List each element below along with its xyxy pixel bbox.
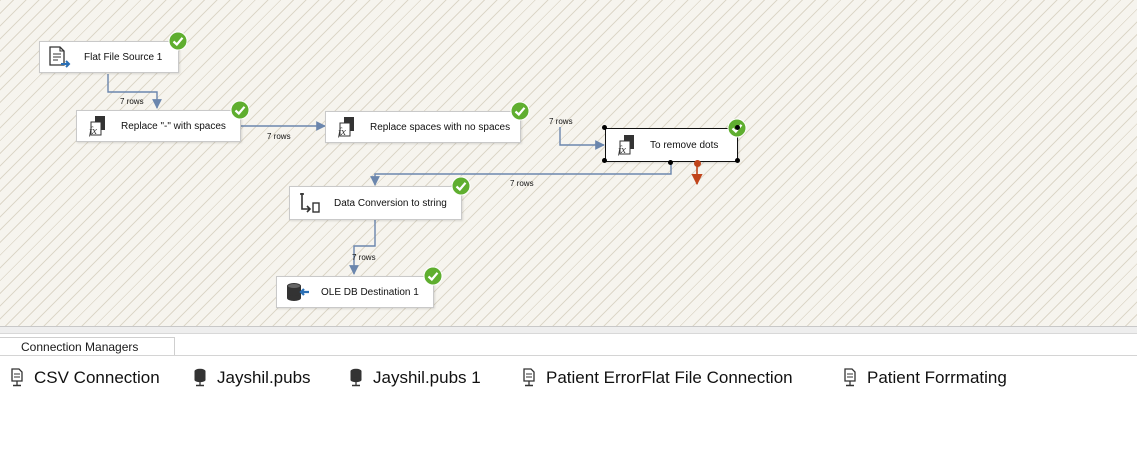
data-flow-canvas[interactable]: 7 rows 7 rows 7 rows 7 rows 7 rows Flat … — [0, 0, 1137, 326]
path-3-row-count: 7 rows — [549, 117, 573, 126]
database-connection-icon — [348, 368, 364, 388]
flat-file-connection-icon — [842, 368, 858, 388]
pane-splitter[interactable] — [0, 326, 1137, 334]
connection-manager-csv[interactable]: CSV Connection — [9, 368, 160, 388]
component-label: To remove dots — [650, 139, 719, 151]
path-2-row-count: 7 rows — [267, 132, 291, 141]
connection-manager-label: Patient ErrorFlat File Connection — [546, 368, 793, 387]
success-check-icon — [510, 101, 530, 121]
tab-divider — [0, 355, 1137, 356]
selection-handle[interactable] — [735, 125, 740, 130]
path-1[interactable] — [107, 74, 162, 109]
data-conversion-component[interactable]: Data Conversion to string — [289, 176, 471, 220]
connection-managers-tab[interactable]: Connection Managers — [0, 337, 175, 355]
remove-dots-component[interactable]: fx To remove dots — [605, 118, 747, 162]
derived-column-icon: fx — [83, 114, 111, 138]
component-label: OLE DB Destination 1 — [321, 286, 419, 298]
path-5-row-count: 7 rows — [352, 253, 376, 262]
replace-dash-component[interactable]: fx Replace "-" with spaces — [76, 100, 250, 142]
flat-file-source-icon — [46, 45, 74, 69]
derived-column-icon: fx — [332, 115, 360, 139]
path-4[interactable] — [370, 162, 672, 186]
success-check-icon — [451, 176, 471, 196]
oledb-destination-component[interactable]: OLE DB Destination 1 — [276, 266, 443, 308]
derived-column-icon: fx — [612, 133, 640, 157]
component-label: Flat File Source 1 — [84, 51, 163, 63]
oledb-destination-icon — [283, 280, 311, 304]
connection-manager-jayshil-pubs[interactable]: Jayshil.pubs — [192, 368, 311, 388]
connection-manager-patient-forrmating[interactable]: Patient Forrmating — [842, 368, 1007, 388]
connection-manager-label: Jayshil.pubs — [217, 368, 311, 387]
data-conversion-icon — [296, 191, 324, 215]
database-connection-icon — [192, 368, 208, 388]
connection-manager-jayshil-pubs-1[interactable]: Jayshil.pubs 1 — [348, 368, 481, 388]
path-1-row-count: 7 rows — [120, 97, 144, 106]
selection-handle[interactable] — [602, 125, 607, 130]
selection-handle[interactable] — [735, 158, 740, 163]
path-4-row-count: 7 rows — [510, 179, 534, 188]
path-5[interactable] — [349, 220, 376, 275]
success-check-icon — [230, 100, 250, 120]
connection-manager-label: CSV Connection — [34, 368, 160, 387]
path-3[interactable] — [559, 127, 605, 150]
selection-handle[interactable] — [602, 158, 607, 163]
connection-manager-patient-error-flat-file[interactable]: Patient ErrorFlat File Connection — [521, 368, 793, 388]
component-label: Data Conversion to string — [334, 197, 447, 209]
component-label: Replace spaces with no spaces — [370, 121, 511, 133]
flat-file-connection-icon — [521, 368, 537, 388]
success-check-icon — [168, 31, 188, 51]
replace-spaces-component[interactable]: fx Replace spaces with no spaces — [325, 101, 530, 143]
error-output-handle[interactable] — [694, 160, 701, 167]
component-label: Replace "-" with spaces — [121, 120, 226, 132]
svg-text:fx: fx — [89, 125, 97, 137]
svg-text:fx: fx — [338, 126, 346, 138]
flat-file-source-component[interactable]: Flat File Source 1 — [39, 31, 188, 73]
connection-manager-label: Patient Forrmating — [867, 368, 1007, 387]
svg-text:fx: fx — [618, 144, 626, 156]
path-layer — [107, 74, 703, 275]
connection-manager-label: Jayshil.pubs 1 — [373, 368, 481, 387]
flat-file-connection-icon — [9, 368, 25, 388]
output-handle[interactable] — [668, 160, 673, 165]
success-check-icon — [423, 266, 443, 286]
